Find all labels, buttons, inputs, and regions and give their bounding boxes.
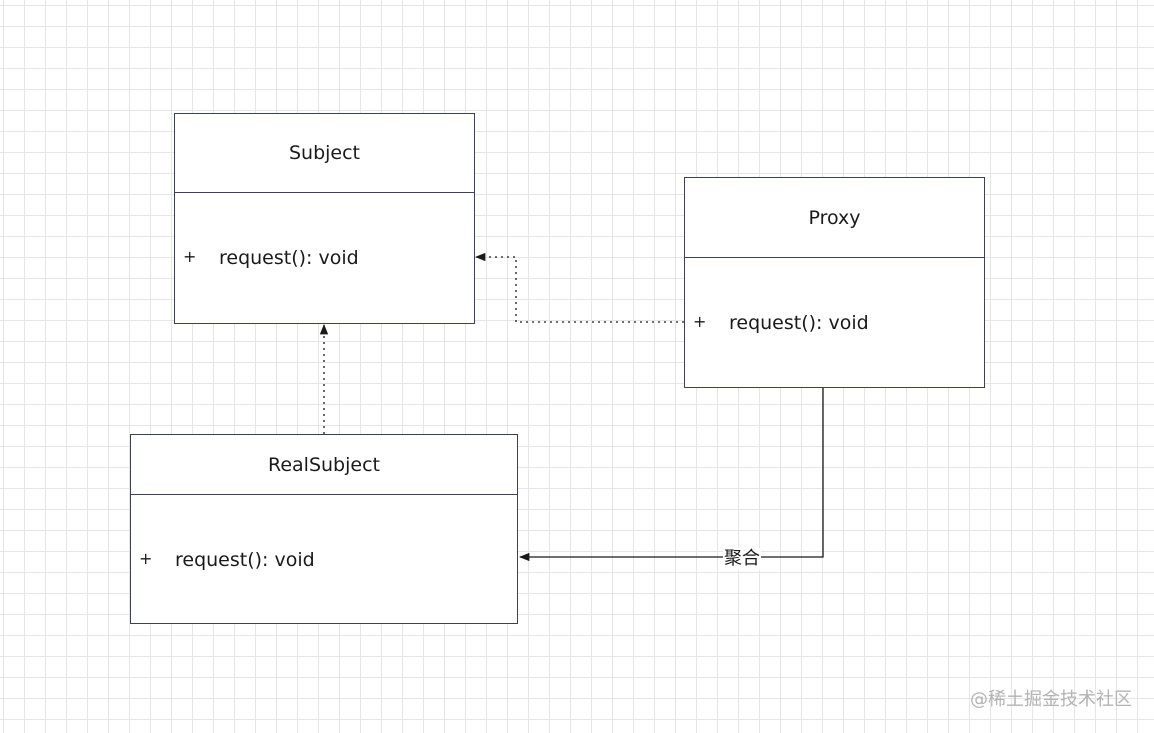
visibility-marker: + [139, 549, 153, 568]
class-realsubject-body: + request(): void [131, 495, 517, 623]
class-proxy-name: Proxy [685, 178, 984, 258]
edge-proxy-to-subject[interactable] [474, 252, 684, 323]
method-signature: request(): void [219, 247, 359, 269]
visibility-marker: + [693, 312, 707, 331]
method-signature: request(): void [729, 312, 869, 334]
class-subject-name: Subject [175, 114, 474, 193]
class-subject[interactable]: Subject + request(): void [174, 113, 475, 324]
watermark: @稀土掘金技术社区 [970, 689, 1132, 710]
class-proxy[interactable]: Proxy + request(): void [684, 177, 985, 388]
class-realsubject-name: RealSubject [131, 435, 517, 495]
edge-label-aggregation: 聚合 [723, 548, 761, 570]
class-realsubject[interactable]: RealSubject + request(): void [130, 434, 518, 624]
class-subject-body: + request(): void [175, 193, 474, 323]
class-proxy-body: + request(): void [685, 258, 984, 387]
visibility-marker: + [183, 247, 197, 266]
edge-proxy-to-realsubject[interactable] [518, 388, 824, 562]
method-signature: request(): void [175, 549, 315, 571]
